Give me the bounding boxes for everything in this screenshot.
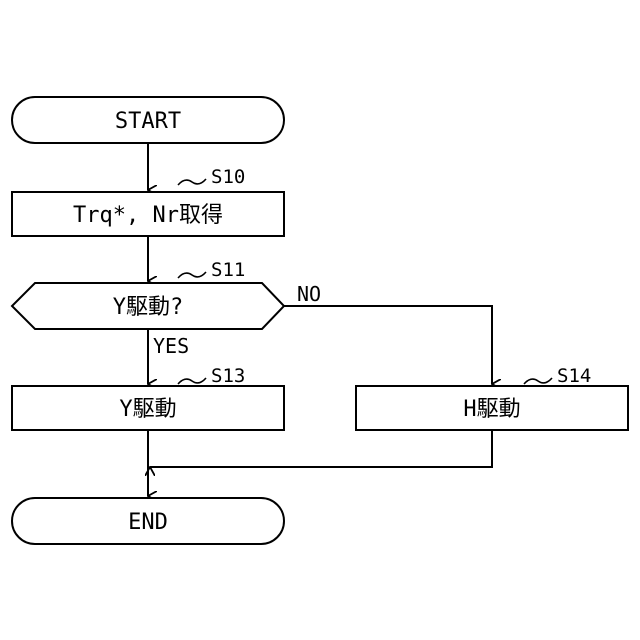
s13-text: Y駆動 — [119, 397, 176, 422]
start-node: START — [12, 97, 284, 143]
no-branch-label: NO — [297, 282, 321, 306]
s10-text: Trq*, Nr取得 — [73, 203, 223, 228]
end-label: END — [128, 510, 168, 535]
s10-node: Trq*, Nr取得 — [12, 192, 284, 236]
s14-step-marker: S14 — [524, 365, 591, 387]
s13-step-marker: S13 — [178, 365, 245, 387]
s14-node: H駆動 — [356, 386, 628, 430]
s10-step-marker: S10 — [178, 166, 245, 188]
s13-step-label: S13 — [211, 365, 245, 387]
edge-s11-no-to-s14 — [284, 306, 492, 384]
s13-node: Y駆動 — [12, 386, 284, 430]
start-label: START — [115, 109, 181, 134]
s13-leader-tilde — [178, 378, 206, 384]
s11-leader-tilde — [178, 272, 206, 278]
s14-leader-tilde — [524, 378, 552, 384]
s11-step-label: S11 — [211, 259, 245, 281]
s11-node: Y駆動? — [12, 283, 284, 329]
s11-step-marker: S11 — [178, 259, 245, 281]
end-node: END — [12, 498, 284, 544]
yes-branch-label: YES — [153, 334, 189, 358]
s11-text: Y駆動? — [113, 295, 184, 320]
s14-text: H駆動 — [463, 397, 520, 422]
s10-leader-tilde — [178, 179, 206, 185]
edge-s14-merge — [150, 430, 492, 467]
s10-step-label: S10 — [211, 166, 245, 188]
s14-step-label: S14 — [557, 365, 591, 387]
